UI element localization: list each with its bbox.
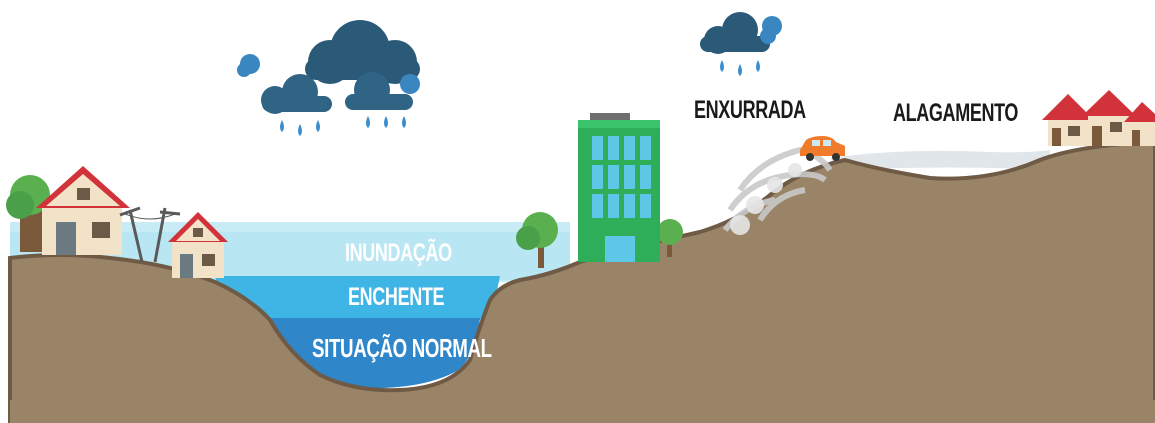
label-alagamento: ALAGAMENTO bbox=[893, 99, 1019, 127]
normal-water bbox=[265, 318, 480, 389]
label-inundacao: INUNDAÇÃO bbox=[345, 239, 452, 267]
office-building bbox=[578, 113, 660, 262]
label-enchente: ENCHENTE bbox=[348, 283, 445, 311]
label-enxurrada: ENXURRADA bbox=[694, 96, 806, 124]
rain-drops-left bbox=[280, 116, 406, 136]
enxurrada-torrent bbox=[722, 146, 833, 232]
enchente-water bbox=[215, 276, 500, 320]
power-poles bbox=[119, 206, 181, 263]
house-right-3 bbox=[1124, 102, 1155, 146]
car bbox=[800, 136, 845, 161]
label-situacao-normal: SITUAÇÃO NORMAL bbox=[312, 333, 492, 363]
houses-right bbox=[1042, 90, 1155, 146]
house-left-small bbox=[168, 212, 228, 278]
ground-terrain bbox=[8, 139, 1155, 423]
house-right-1 bbox=[1042, 94, 1094, 146]
rain-cloud-small bbox=[700, 12, 782, 54]
tree-right-of-building bbox=[657, 219, 683, 257]
rain-drops-right bbox=[720, 60, 760, 76]
enxurrada-foam bbox=[730, 163, 802, 235]
tree-center bbox=[516, 212, 558, 268]
ground-base bbox=[10, 400, 1155, 423]
alagamento-water bbox=[830, 150, 1050, 170]
house-right-2 bbox=[1082, 90, 1136, 146]
rain-cloud-large bbox=[237, 20, 420, 114]
house-left-large bbox=[6, 166, 130, 255]
